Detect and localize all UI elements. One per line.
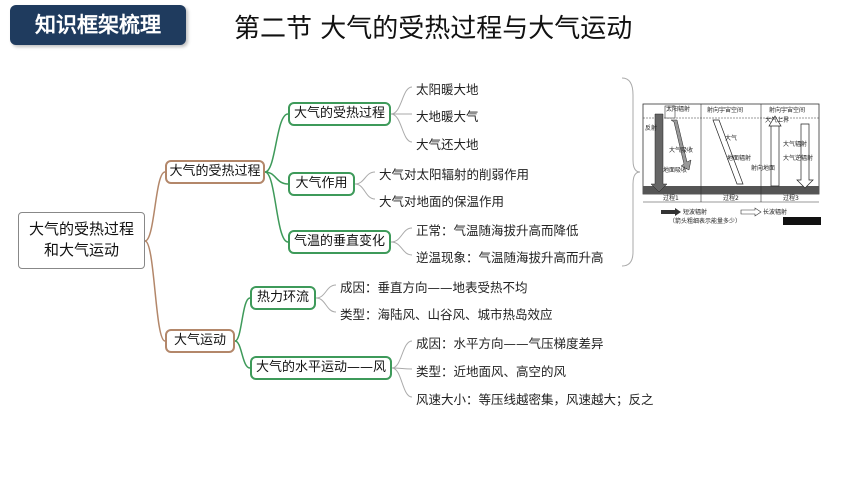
fig-label-counter: 大气逆辐射	[783, 154, 813, 162]
section-badge: 知识框架梳理	[10, 5, 186, 45]
fig-label-ground-absorb: 地面吸收	[663, 166, 687, 174]
page-title: 第二节 大气的受热过程与大气运动	[234, 14, 633, 44]
branch-atmospheric-motion: 大气运动	[165, 329, 235, 353]
fig-label-solar: 太阳辐射	[666, 105, 690, 113]
heating-process-figure: 太阳辐射 反射 射向宇宙空间 射向宇宙空间 大气吸收 大气上界 大气 地面吸收 …	[641, 100, 823, 226]
root-line1: 大气的受热过程	[28, 220, 134, 238]
fig-label-space-1: 射向宇宙空间	[707, 106, 743, 114]
fig-label-ground-radiation: 地面辐射	[727, 154, 751, 162]
leaf-air-returns-earth: 大气还大地	[416, 137, 479, 152]
fig-label-process1: 过程1	[663, 194, 679, 202]
leaf-circulation-types: 类型：海陆风、山谷风、城市热岛效应	[340, 307, 553, 322]
fig-legend-short: 短波辐射	[683, 208, 707, 216]
sub-horizontal-wind: 大气的水平运动——风	[250, 356, 392, 380]
branch-heating-process: 大气的受热过程	[165, 160, 265, 184]
fig-label-top: 大气上界	[765, 116, 789, 124]
leaf-wind-cause: 成因：水平方向——气压梯度差异	[416, 336, 604, 351]
leaf-circulation-cause: 成因：垂直方向——地表受热不均	[340, 280, 528, 295]
fig-label-absorb: 大气吸收	[669, 146, 693, 154]
sub-thermal-circulation: 热力环流	[250, 286, 316, 310]
root-node: 大气的受热过程 和大气运动	[18, 212, 145, 269]
leaf-normal-lapse: 正常：气温随海拔升高而降低	[416, 223, 579, 238]
fig-label-process3: 过程3	[783, 194, 799, 202]
fig-label-air: 大气	[725, 134, 737, 142]
sub-heating-process: 大气的受热过程	[288, 102, 391, 126]
leaf-earth-warms-air: 大地暖大气	[416, 109, 479, 124]
sub-vertical-temperature: 气温的垂直变化	[288, 230, 391, 254]
fig-label-to-ground: 射向地面	[751, 164, 775, 172]
fig-legend-note: （箭头粗细表示能量多少）	[669, 217, 741, 225]
leaf-wind-types: 类型：近地面风、高空的风	[416, 364, 567, 379]
fig-label-space-2: 射向宇宙空间	[769, 106, 805, 114]
fig-label-air-radiation: 大气辐射	[783, 140, 807, 148]
root-line2: 和大气运动	[43, 241, 119, 259]
leaf-insulation-effect: 大气对地面的保温作用	[379, 194, 505, 209]
leaf-sun-warms-earth: 太阳暖大地	[416, 82, 479, 97]
fig-label-reflect: 反射	[645, 124, 657, 132]
leaf-weakening-effect: 大气对太阳辐射的削弱作用	[379, 167, 530, 182]
leaf-wind-speed: 风速大小：等压线越密集，风速越大；反之	[416, 392, 654, 407]
fig-legend-long: 长波辐射	[763, 208, 787, 216]
sub-atmosphere-effects: 大气作用	[288, 172, 355, 196]
fig-label-process2: 过程2	[723, 194, 739, 202]
leaf-inversion: 逆温现象：气温随海拔升高而升高	[416, 250, 604, 265]
